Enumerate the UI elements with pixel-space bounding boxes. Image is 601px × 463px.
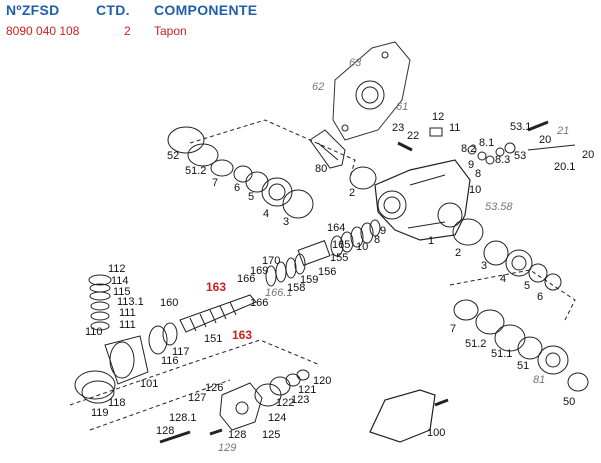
part-callout-100: 100 — [427, 427, 445, 439]
part-callout-9: 9 — [468, 159, 474, 171]
part-callout-61: 61 — [396, 101, 408, 113]
header-zfsd: NºZFSD — [6, 2, 60, 18]
header-qty: CTD. — [96, 2, 130, 18]
part-callout-2: 2 — [349, 187, 355, 199]
part-callout-12: 12 — [432, 111, 444, 123]
part-callout-115: 115 — [113, 286, 131, 298]
part-callout-6: 6 — [234, 182, 240, 194]
part-callout-23: 23 — [392, 122, 404, 134]
part-callout-8-1: 8.1 — [479, 137, 494, 149]
part-callout-111: 111 — [119, 319, 136, 331]
part-callout-8: 8 — [475, 168, 481, 180]
part-callout-22: 22 — [407, 130, 419, 142]
part-callout-163[interactable]: 163 — [206, 280, 226, 294]
part-callout-158: 158 — [287, 282, 305, 294]
part-callout-166-1: 166.1 — [265, 287, 293, 299]
part-callout-113-1: 113.1 — [117, 296, 144, 308]
part-callout-110: 110 — [85, 326, 103, 338]
part-callout-5: 5 — [524, 280, 530, 292]
part-callout-151: 151 — [204, 333, 222, 345]
part-callout-6: 6 — [537, 291, 543, 303]
part-callout-122: 122 — [276, 397, 294, 409]
part-callout-127: 127 — [188, 392, 206, 404]
part-callout-20: 20 — [539, 134, 551, 146]
part-callout-114: 114 — [111, 275, 129, 287]
part-callout-51-2: 51.2 — [465, 338, 486, 350]
header-component: COMPONENTE — [154, 2, 258, 18]
part-callout-8: 8 — [374, 234, 380, 246]
part-callout-8-3: 8.3 — [495, 154, 510, 166]
part-callout-11: 11 — [449, 122, 460, 134]
part-callout-81: 81 — [533, 374, 545, 386]
part-callout-20: 20 — [582, 149, 594, 161]
part-callout-119: 119 — [91, 407, 109, 419]
part-callout-3: 3 — [283, 216, 289, 228]
part-callout-116: 116 — [161, 355, 179, 367]
part-callout-118: 118 — [108, 397, 126, 409]
part-callout-120: 120 — [313, 375, 331, 387]
part-callout-128: 128 — [228, 429, 246, 441]
part-callout-8-2: 8.2 — [461, 143, 476, 155]
part-callout-156: 156 — [318, 266, 336, 278]
part-callout-7: 7 — [450, 323, 456, 335]
part-callout-111: 111 — [119, 307, 136, 319]
part-callout-165: 165 — [332, 239, 350, 251]
part-callout-10: 10 — [469, 184, 481, 196]
part-callout-3: 3 — [481, 260, 487, 272]
part-callout-4: 4 — [500, 273, 506, 285]
part-callout-53-1: 53.1 — [510, 121, 531, 133]
part-callout-166: 166 — [237, 273, 255, 285]
part-callout-101: 101 — [140, 378, 158, 390]
part-callout-163[interactable]: 163 — [232, 328, 252, 342]
part-callout-52: 52 — [167, 150, 179, 162]
part-callout-128: 128 — [156, 425, 174, 437]
part-callout-159: 159 — [300, 274, 318, 286]
part-callout-50: 50 — [563, 396, 575, 408]
part-callout-7: 7 — [212, 177, 218, 189]
part-callout-53-58: 53.58 — [485, 201, 513, 213]
part-callout-112: 112 — [108, 263, 126, 275]
part-callout-51-2: 51.2 — [185, 165, 206, 177]
part-callout-21: 21 — [556, 125, 569, 137]
part-callout-5: 5 — [248, 191, 254, 203]
part-callout-123: 123 — [291, 394, 309, 406]
part-callout-62: 62 — [312, 81, 324, 93]
part-callout-124: 124 — [268, 412, 286, 424]
part-callout-10: 10 — [356, 241, 368, 253]
part-callout-4: 4 — [263, 208, 269, 220]
part-callout-9: 9 — [380, 225, 386, 237]
part-callout-121: 121 — [298, 384, 316, 396]
row-component[interactable]: Tapon — [154, 24, 187, 38]
part-callout-160: 160 — [160, 297, 178, 309]
part-callout-2: 2 — [455, 247, 461, 259]
part-callout-164: 164 — [327, 222, 345, 234]
part-callout-125: 125 — [262, 429, 280, 441]
row-qty: 2 — [124, 24, 131, 38]
part-callout-80: 80 — [315, 163, 327, 175]
part-callout-1: 1 — [428, 235, 434, 247]
part-callout-51: 51 — [517, 360, 529, 372]
row-zfsd[interactable]: 8090 040 108 — [6, 24, 80, 38]
part-callout-51-1: 51.1 — [491, 348, 512, 360]
part-callout-155: 155 — [330, 252, 348, 264]
part-callout-170: 170 — [262, 255, 280, 267]
part-callout-128-1: 128.1 — [169, 412, 197, 424]
part-callout-129: 129 — [218, 442, 236, 454]
part-callout-63: 63 — [349, 57, 362, 69]
part-callout-166: 166 — [250, 297, 268, 309]
part-callout-53: 53 — [514, 150, 526, 162]
part-callout-117: 117 — [172, 346, 190, 358]
part-callout-20-1: 20.1 — [554, 161, 575, 173]
part-callout-126: 126 — [205, 382, 223, 394]
part-callout-169: 169 — [250, 265, 268, 277]
